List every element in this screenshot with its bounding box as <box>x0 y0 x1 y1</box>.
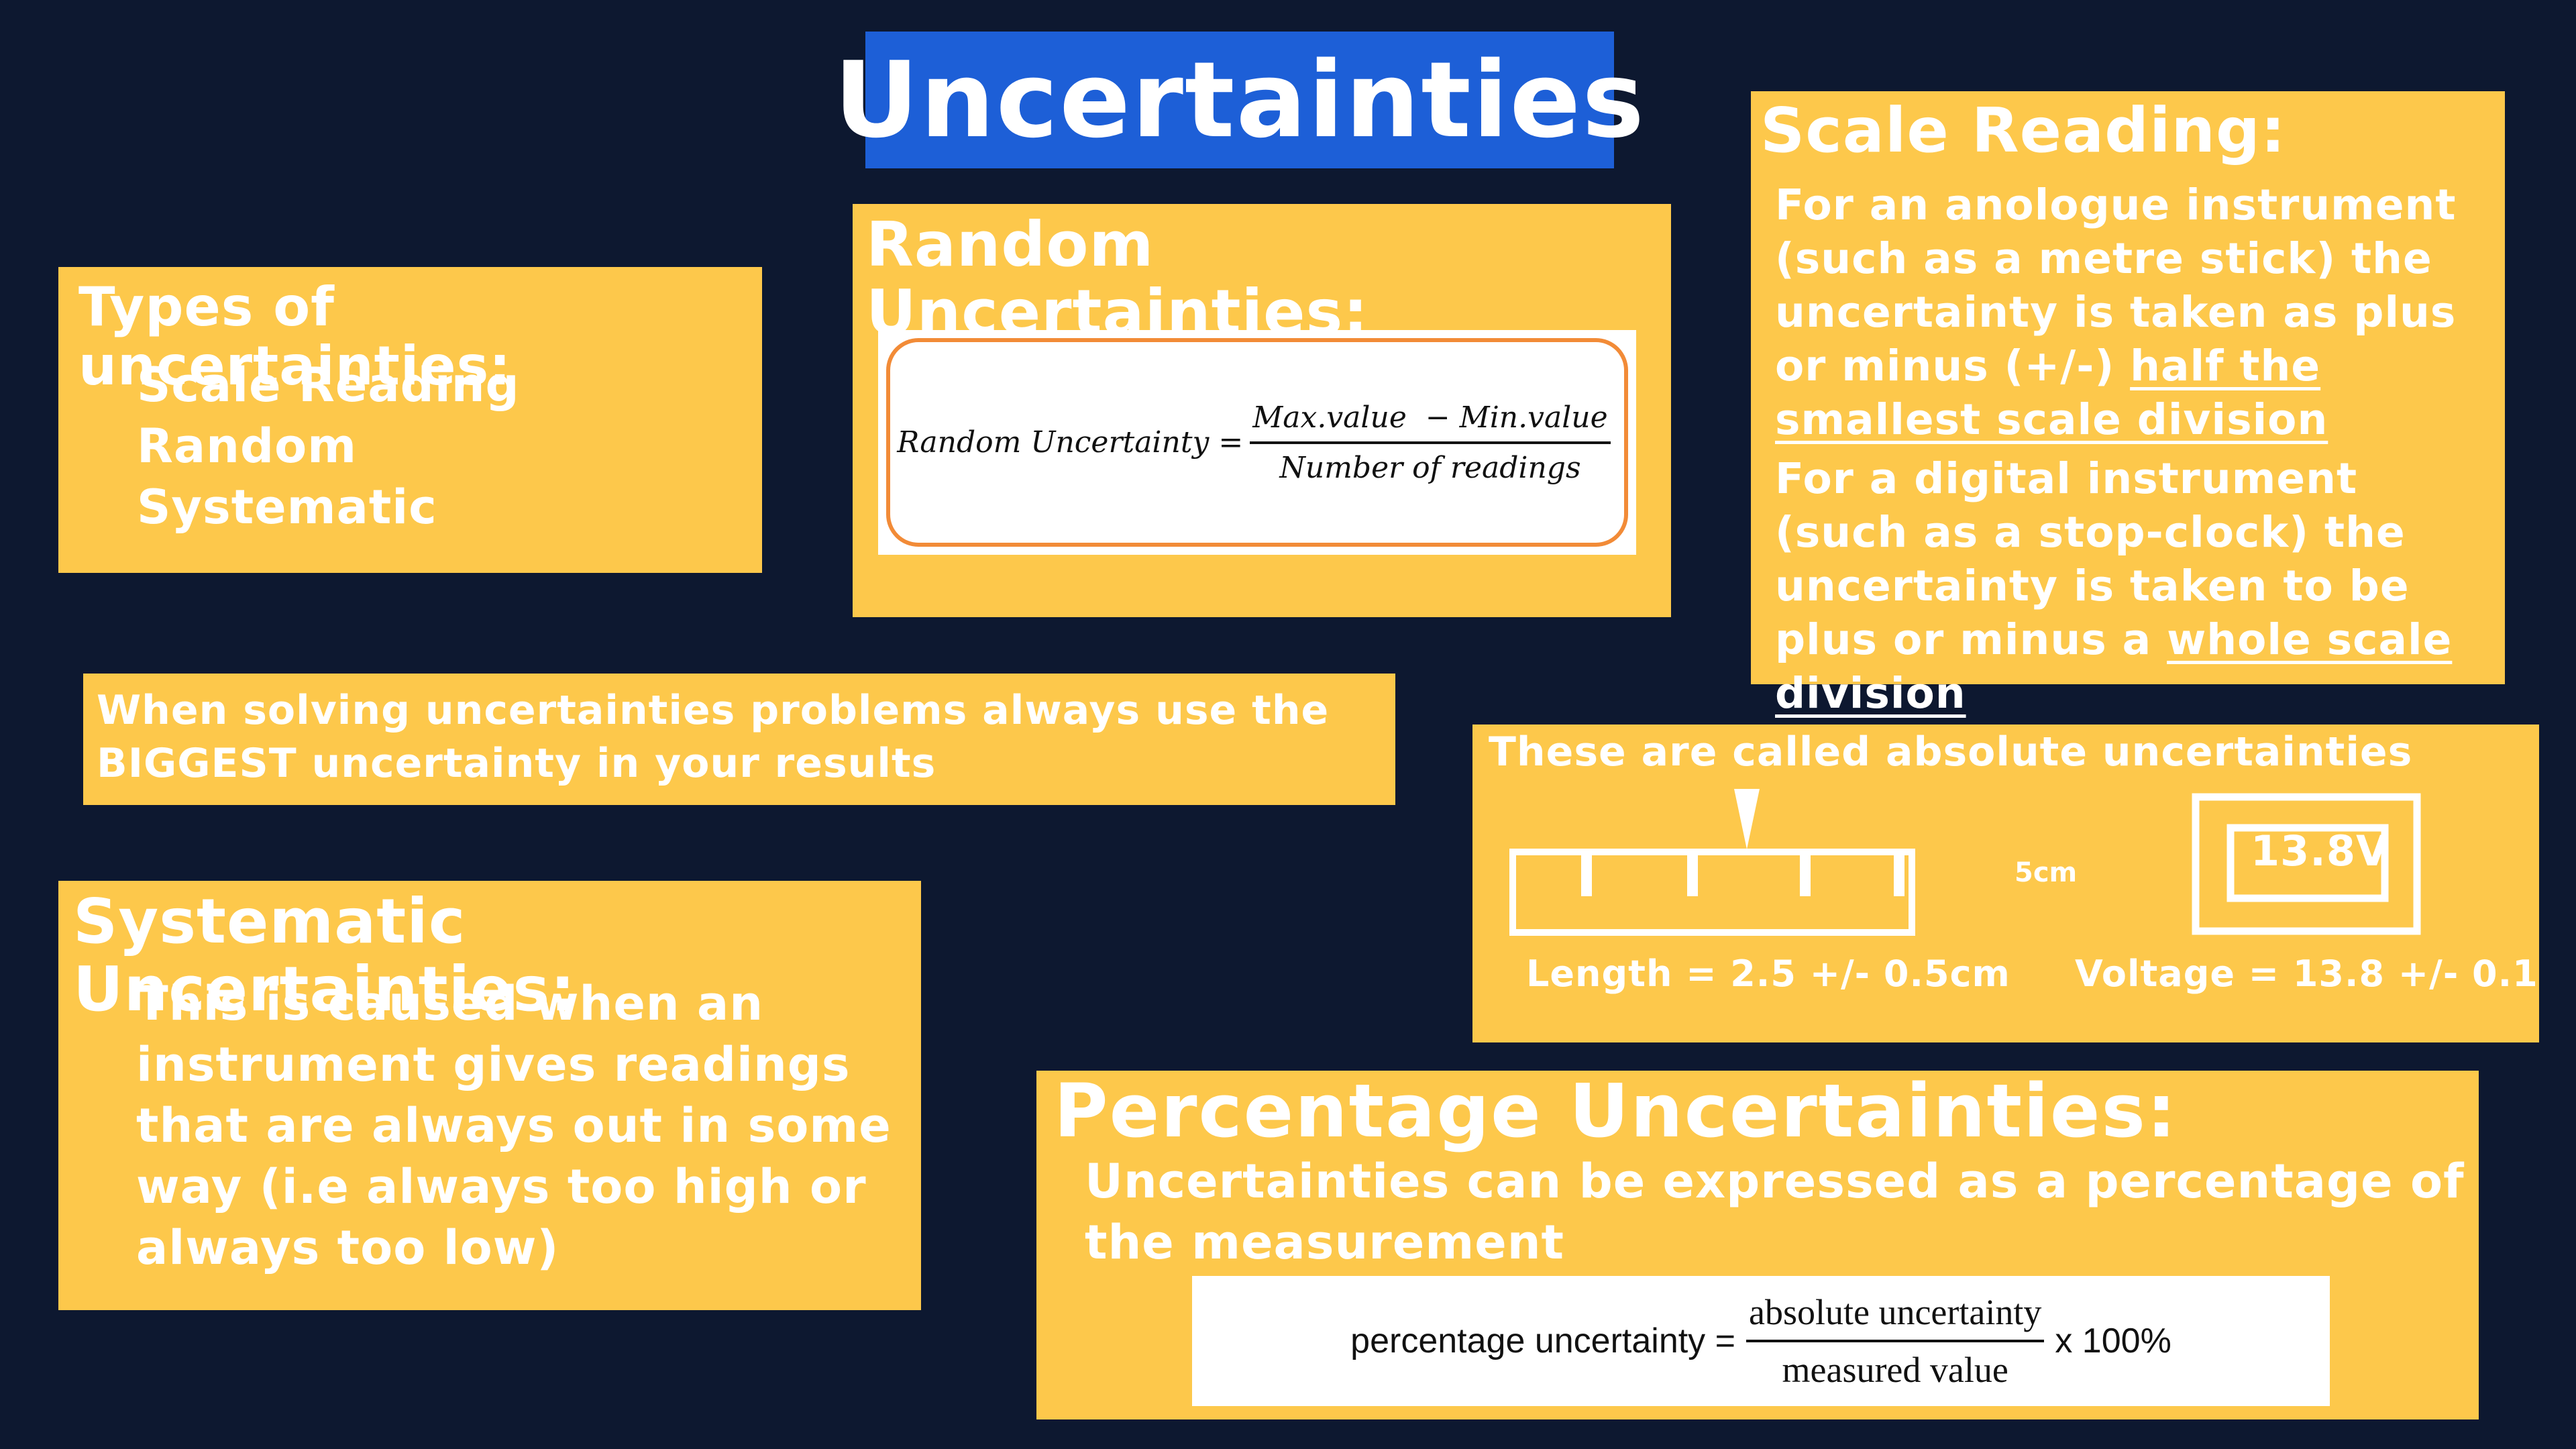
percentage-formula-lhs: percentage uncertainty = <box>1350 1322 1735 1360</box>
absolute-heading: These are called absolute uncertainties <box>1489 729 2413 775</box>
systematic-card: Systematic Uncertainties: This is caused… <box>58 881 921 1310</box>
scale-p1-text: For an anologue instrument (such as a me… <box>1775 180 2457 390</box>
list-item: Scale Reading <box>137 358 520 413</box>
random-formula-numerator: Max.value − Min.value <box>1250 400 1611 444</box>
types-card: Types of uncertainties: Scale Reading Ra… <box>58 267 762 573</box>
random-formula-fraction: Max.value − Min.value Number of readings <box>1250 400 1611 485</box>
scale-p1-underline: half the smallest scale division <box>1775 341 2328 444</box>
ruler-diagram <box>1509 789 1915 936</box>
percentage-card: Percentage Uncertainties: Uncertainties … <box>1036 1068 2479 1419</box>
list-item: Random <box>137 419 358 474</box>
random-formula-frame: Random Uncertainty = Max.value − Min.val… <box>886 338 1628 547</box>
note-text: When solving uncertainties problems alwa… <box>97 687 1330 787</box>
page-title: Uncertainties <box>834 39 1646 161</box>
random-card: Random Uncertainties: Random Uncertainty… <box>853 204 1671 617</box>
scale-paragraph-2: For a digital instrument (such as a stop… <box>1775 452 2493 720</box>
ruler-label: 5cm <box>2015 857 2078 888</box>
percentage-heading: Percentage Uncertainties: <box>1054 1068 2178 1154</box>
voltmeter-display: 13.8V <box>2251 826 2389 875</box>
types-list: Scale Reading Random Systematic <box>137 355 520 538</box>
percentage-formula-fraction: absolute uncertainty measured value <box>1746 1291 2045 1391</box>
percentage-formula-denominator: measured value <box>1782 1350 2008 1390</box>
random-formula: Random Uncertainty = Max.value − Min.val… <box>878 330 1636 555</box>
scale-p2-text: For a digital instrument (such as a stop… <box>1775 454 2410 664</box>
percentage-formula: percentage uncertainty = absolute uncert… <box>1192 1276 2330 1406</box>
voltmeter-icon <box>2192 793 2421 935</box>
percentage-text: Uncertainties can be expressed as a perc… <box>1085 1154 2465 1270</box>
length-caption: Length = 2.5 +/- 0.5cm <box>1526 953 2010 995</box>
scale-card: Scale Reading: For an anologue instrumen… <box>1751 91 2505 718</box>
list-item: Systematic <box>137 480 437 535</box>
percentage-formula-numerator: absolute uncertainty <box>1746 1291 2045 1342</box>
note-card: When solving uncertainties problems alwa… <box>83 674 1395 805</box>
random-heading: Random Uncertainties: <box>866 209 1369 349</box>
scale-paragraph-1: For an anologue instrument (such as a me… <box>1775 178 2493 447</box>
percentage-formula-rhs: x 100% <box>2055 1322 2171 1360</box>
ruler-body <box>1509 849 1915 936</box>
scale-heading: Scale Reading: <box>1760 95 2286 166</box>
types-heading: Types of uncertainties: <box>78 276 512 397</box>
systematic-text: This is caused when an instrument gives … <box>136 976 892 1275</box>
voltage-caption: Voltage = 13.8 +/- 0.1 <box>2075 953 2538 995</box>
random-formula-denominator: Number of readings <box>1279 450 1581 485</box>
title-banner: Uncertainties <box>834 32 1644 168</box>
pointer-arrow-icon <box>1734 789 1760 849</box>
random-formula-lhs: Random Uncertainty = <box>897 425 1244 460</box>
scale-p2-underline: whole scale division <box>1775 615 2453 718</box>
absolute-card: These are called absolute uncertainties … <box>1472 724 2539 1042</box>
systematic-heading: Systematic Uncertainties: <box>73 885 576 1026</box>
